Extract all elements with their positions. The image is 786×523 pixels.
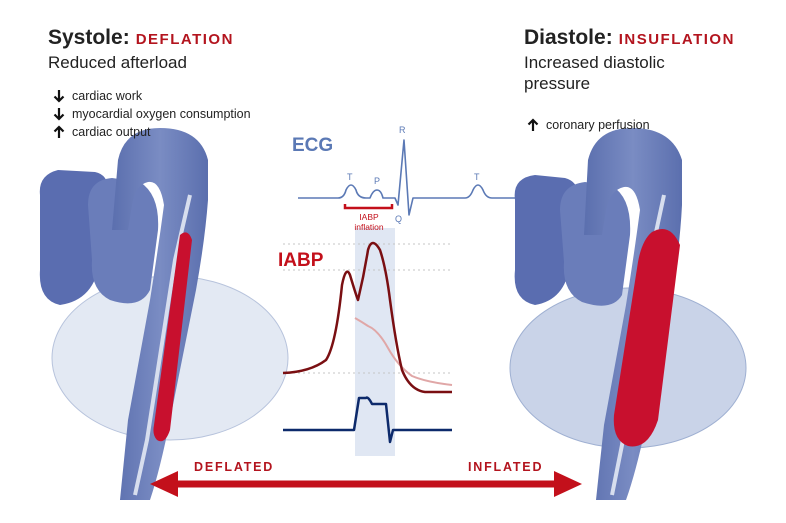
- effect-label: cardiac work: [72, 89, 143, 103]
- effect-cardiac-work: cardiac work: [52, 88, 251, 104]
- left-catheter: [133, 194, 192, 496]
- balloon-trigger-trace: [283, 396, 452, 444]
- right-subtitle-line1: Increased diastolic: [524, 53, 665, 72]
- effect-cardiac-output: cardiac output: [52, 124, 251, 140]
- r-wave-label: R: [399, 125, 406, 135]
- t-wave-label: T: [347, 172, 353, 182]
- ecg-trace: [298, 139, 515, 216]
- deflated-inflated-arrow: [150, 471, 582, 497]
- insuflation-label: INSUFLATION: [618, 31, 735, 48]
- arrow-head-right: [554, 471, 582, 497]
- arrow-head-left: [150, 471, 178, 497]
- right-inflated-balloon: [613, 228, 680, 447]
- effect-label: myocardial oxygen consumption: [72, 107, 251, 121]
- unassisted-pressure-curve: [354, 317, 453, 386]
- inflated-label: INFLATED: [468, 460, 544, 474]
- right-subtitle-line2: pressure: [524, 74, 591, 93]
- iabp-label: IABP: [278, 250, 324, 271]
- effect-label: coronary perfusion: [546, 118, 650, 132]
- arrow-down-icon: [53, 90, 65, 103]
- ecg-label: ECG: [292, 135, 334, 156]
- right-subtitle: Increased diastolic pressure: [524, 52, 665, 94]
- left-effects-list: cardiac work myocardial oxygen consumpti…: [52, 88, 251, 140]
- right-effects-list: coronary perfusion: [526, 117, 650, 133]
- systole-label: Systole:: [48, 26, 130, 49]
- left-subtitle: Reduced afterload: [48, 53, 187, 72]
- right-title: Diastole: INSUFLATION: [524, 26, 735, 50]
- left-deflated-balloon: [153, 232, 192, 442]
- arrow-down-icon: [53, 108, 65, 121]
- inflation-line1: IABP: [359, 212, 379, 222]
- deflated-label: DEFLATED: [194, 460, 275, 474]
- effect-oxygen-consumption: myocardial oxygen consumption: [52, 106, 251, 122]
- left-vena-vessel: [88, 178, 159, 304]
- inflation-bracket: [343, 204, 394, 210]
- left-heart-illustration: [39, 128, 289, 500]
- effect-coronary-perfusion: coronary perfusion: [526, 117, 650, 133]
- diastole-label: Diastole:: [524, 26, 613, 49]
- iabp-inflation-label: IABP inflation: [346, 212, 392, 232]
- inflation-line2: inflation: [354, 222, 384, 232]
- deflation-label: DEFLATION: [135, 31, 234, 48]
- right-vena-vessel: [560, 182, 631, 306]
- effect-label: cardiac output: [72, 125, 151, 139]
- t-wave-label-2: T: [474, 172, 480, 182]
- arrow-up-icon: [527, 118, 539, 131]
- right-heart-illustration: [509, 128, 747, 500]
- augmented-pressure-curve: [282, 241, 452, 394]
- left-title: Systole: DEFLATION: [48, 26, 234, 50]
- arrow-up-icon: [53, 125, 65, 138]
- q-wave-label: Q: [395, 214, 403, 224]
- center-waveforms: [282, 139, 515, 456]
- p-wave-label: P: [374, 176, 381, 186]
